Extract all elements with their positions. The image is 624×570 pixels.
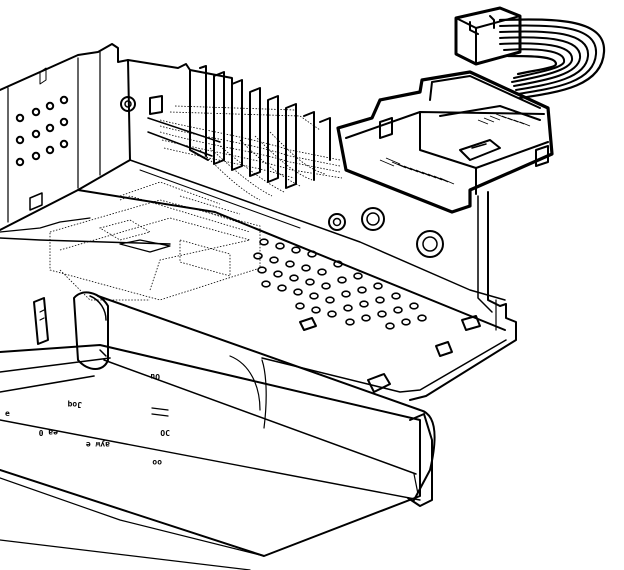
face-plate-assembly [0, 291, 436, 570]
internal-board-hidden [49, 181, 261, 301]
internal-connector-outline [119, 239, 171, 253]
panel-label-2: Joq [67, 400, 82, 409]
panel-label-4: ayw e [86, 440, 110, 449]
chassis-right-edge [261, 191, 517, 401]
top-deck-plate [0, 59, 506, 331]
bottom-plate-vent-grid [253, 238, 481, 393]
panel-labels: e Joq ea 0 ayw e oo ƆO Ou [5, 372, 170, 467]
wire-bundle [498, 18, 606, 100]
heat-sink-fins [147, 65, 331, 189]
panel-label-7: Ou [150, 372, 160, 381]
panel-label-6: ƆO [160, 428, 170, 437]
panel-label-3: ea 0 [39, 428, 58, 437]
panel-label-1: e [5, 409, 10, 418]
panel-small-mark [151, 407, 169, 417]
connector-pin-slots [379, 113, 531, 185]
mounting-screws [120, 96, 444, 258]
chassis-side-wall [0, 43, 131, 231]
internal-wiring-hidden [159, 105, 343, 201]
panel-label-5: oo [152, 458, 162, 467]
side-wall-vent-holes [15, 95, 69, 167]
wire-harness-connector [336, 6, 606, 214]
